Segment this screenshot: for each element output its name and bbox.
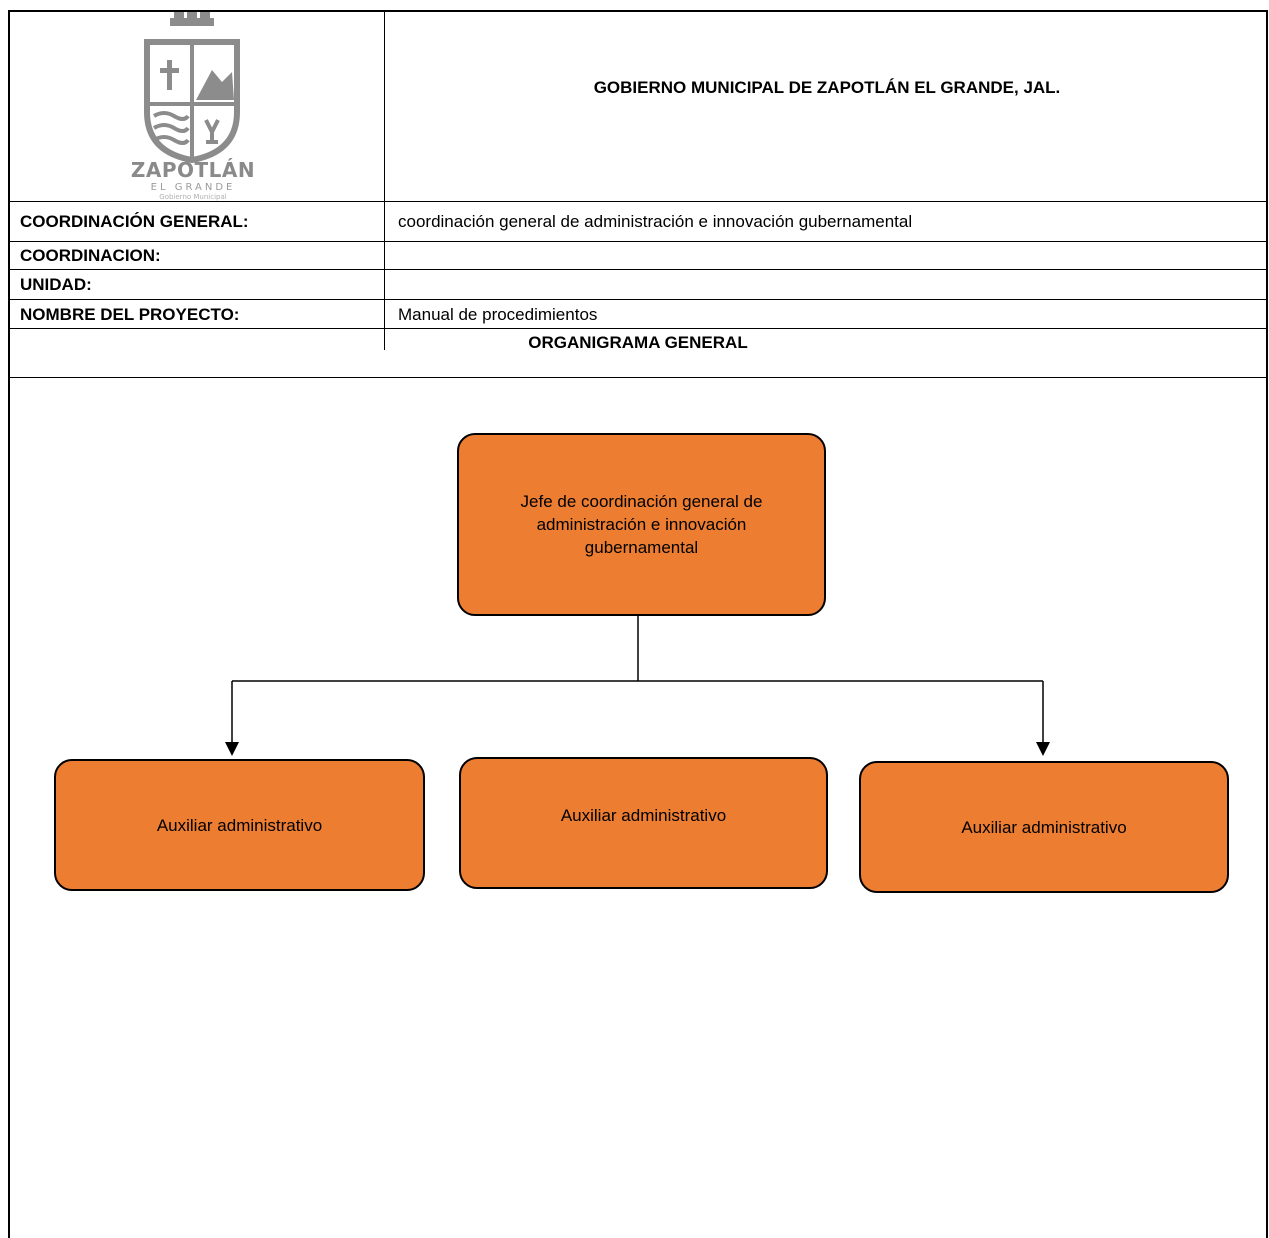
field-label-nombre-del-proyecto: NOMBRE DEL PROYECTO:: [20, 305, 240, 324]
row-divider: [8, 377, 1268, 378]
org-box-child-label: Auxiliar administrativo: [560, 805, 727, 825]
logo-subtitle-small: Gobierno Municipal: [159, 193, 227, 201]
row-divider: [8, 299, 1268, 300]
header-divider: [8, 201, 1268, 202]
logo-subtitle: EL GRANDE: [150, 182, 236, 193]
field-label-coordinacion: COORDINACION:: [20, 246, 161, 265]
field-label-coordinacion-general: COORDINACIÓN GENERAL:: [20, 212, 249, 231]
org-box-root: Jefe de coordinación general de administ…: [457, 433, 826, 616]
header-column-divider: [384, 10, 385, 350]
row-divider: [8, 269, 1268, 270]
org-box-root-label: Jefe de coordinación general de administ…: [520, 492, 763, 557]
field-label-unidad: UNIDAD:: [20, 275, 92, 294]
row-divider: [8, 241, 1268, 242]
row-divider: [8, 328, 1268, 329]
government-title: GOBIERNO MUNICIPAL DE ZAPOTLÁN EL GRANDE…: [593, 78, 1061, 97]
field-value-nombre-del-proyecto: Manual de procedimientos: [398, 305, 598, 324]
municipal-coat-of-arms-logo: [122, 12, 262, 201]
org-box-child: Auxiliar administrativo: [459, 757, 828, 889]
org-box-child: Auxiliar administrativo: [859, 761, 1229, 893]
org-box-child-label: Auxiliar administrativo: [961, 817, 1127, 837]
org-chart-title: ORGANIGRAMA GENERAL: [528, 333, 748, 352]
org-box-child: Auxiliar administrativo: [54, 759, 425, 891]
logo-name: ZAPOTLÁN: [130, 158, 256, 182]
document-frame: [8, 10, 1268, 1238]
org-box-child-label: Auxiliar administrativo: [156, 815, 323, 835]
field-value-coordinacion-general: coordinación general de administración e…: [398, 212, 913, 231]
